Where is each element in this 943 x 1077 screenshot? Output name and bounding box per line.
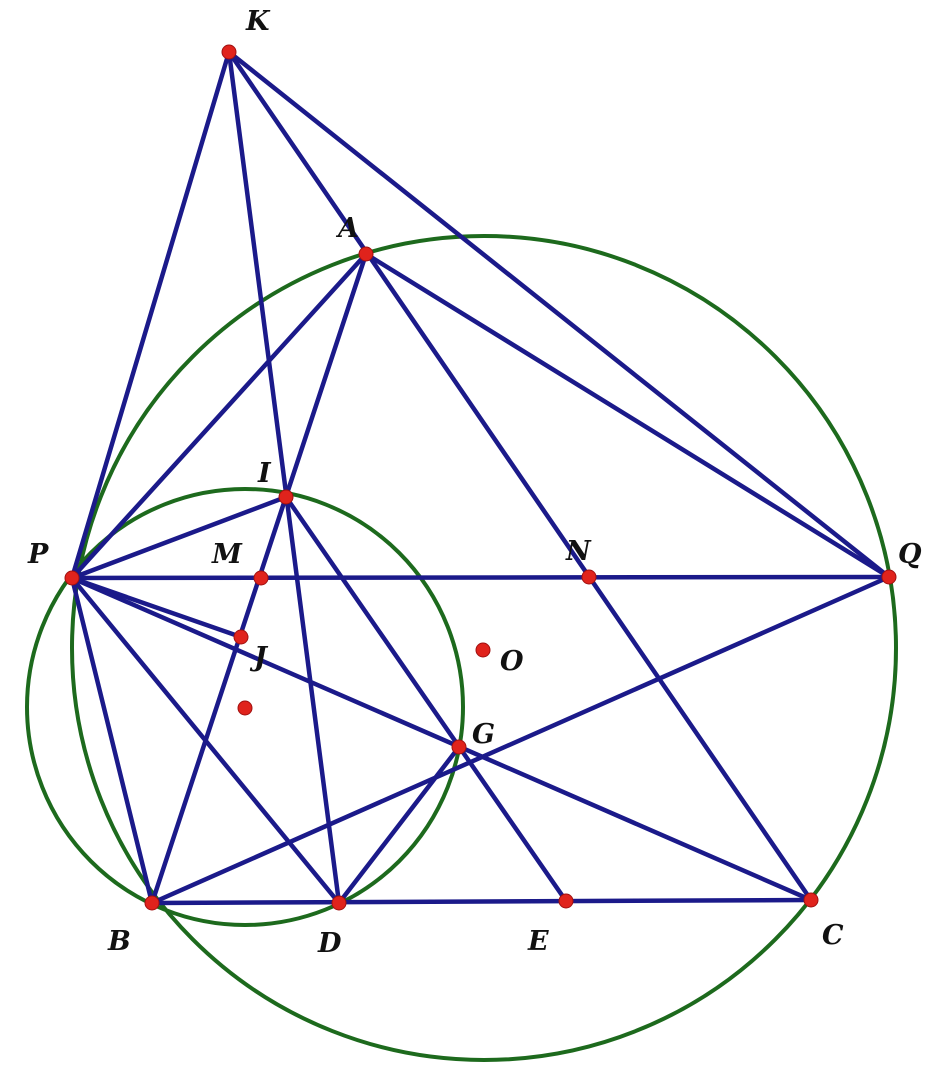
point-o <box>475 642 491 658</box>
segment-kc <box>226 49 814 903</box>
label-m: M <box>211 539 243 570</box>
label-g: G <box>472 719 495 750</box>
label-d: D <box>317 928 342 959</box>
circumcircle-abc <box>70 234 898 1062</box>
point-small-circle-center <box>237 700 253 716</box>
segment-bc <box>149 897 814 906</box>
label-i: I <box>257 458 272 489</box>
label-c: C <box>822 920 844 951</box>
segment-pc <box>69 575 814 903</box>
point-a <box>358 246 374 262</box>
label-n: N <box>565 536 592 567</box>
segment-pi <box>69 494 289 581</box>
segments <box>69 49 892 906</box>
point-m <box>253 570 269 586</box>
point-g <box>451 739 467 755</box>
segment-kp <box>69 49 232 581</box>
label-a: A <box>335 213 359 244</box>
point-q <box>881 569 897 585</box>
label-k: K <box>245 6 271 37</box>
label-q: Q <box>898 539 922 570</box>
segment-aq <box>363 251 892 580</box>
label-e: E <box>527 926 549 957</box>
segment-kq <box>226 49 892 580</box>
label-j: J <box>249 642 269 673</box>
label-o: O <box>500 646 524 677</box>
point-j <box>233 629 249 645</box>
segment-bq <box>149 574 892 906</box>
segment-dg <box>336 744 462 906</box>
segment-pd <box>69 575 342 906</box>
label-b: B <box>107 926 131 957</box>
circle-pigdb <box>25 487 465 927</box>
point-d <box>331 895 347 911</box>
segment-ap <box>69 251 369 581</box>
point-n <box>581 569 597 585</box>
point-i <box>278 489 294 505</box>
points <box>64 44 897 911</box>
segment-ie <box>283 494 569 904</box>
point-b <box>144 895 160 911</box>
segment-kd <box>226 49 342 906</box>
point-c <box>803 892 819 908</box>
segment-pb <box>69 575 155 906</box>
label-p: P <box>27 539 49 570</box>
segment-pq <box>69 574 892 581</box>
point-e <box>558 893 574 909</box>
labels: K A I P M N Q J O G B D E C <box>27 6 922 959</box>
point-p <box>64 570 80 586</box>
point-k <box>221 44 237 60</box>
